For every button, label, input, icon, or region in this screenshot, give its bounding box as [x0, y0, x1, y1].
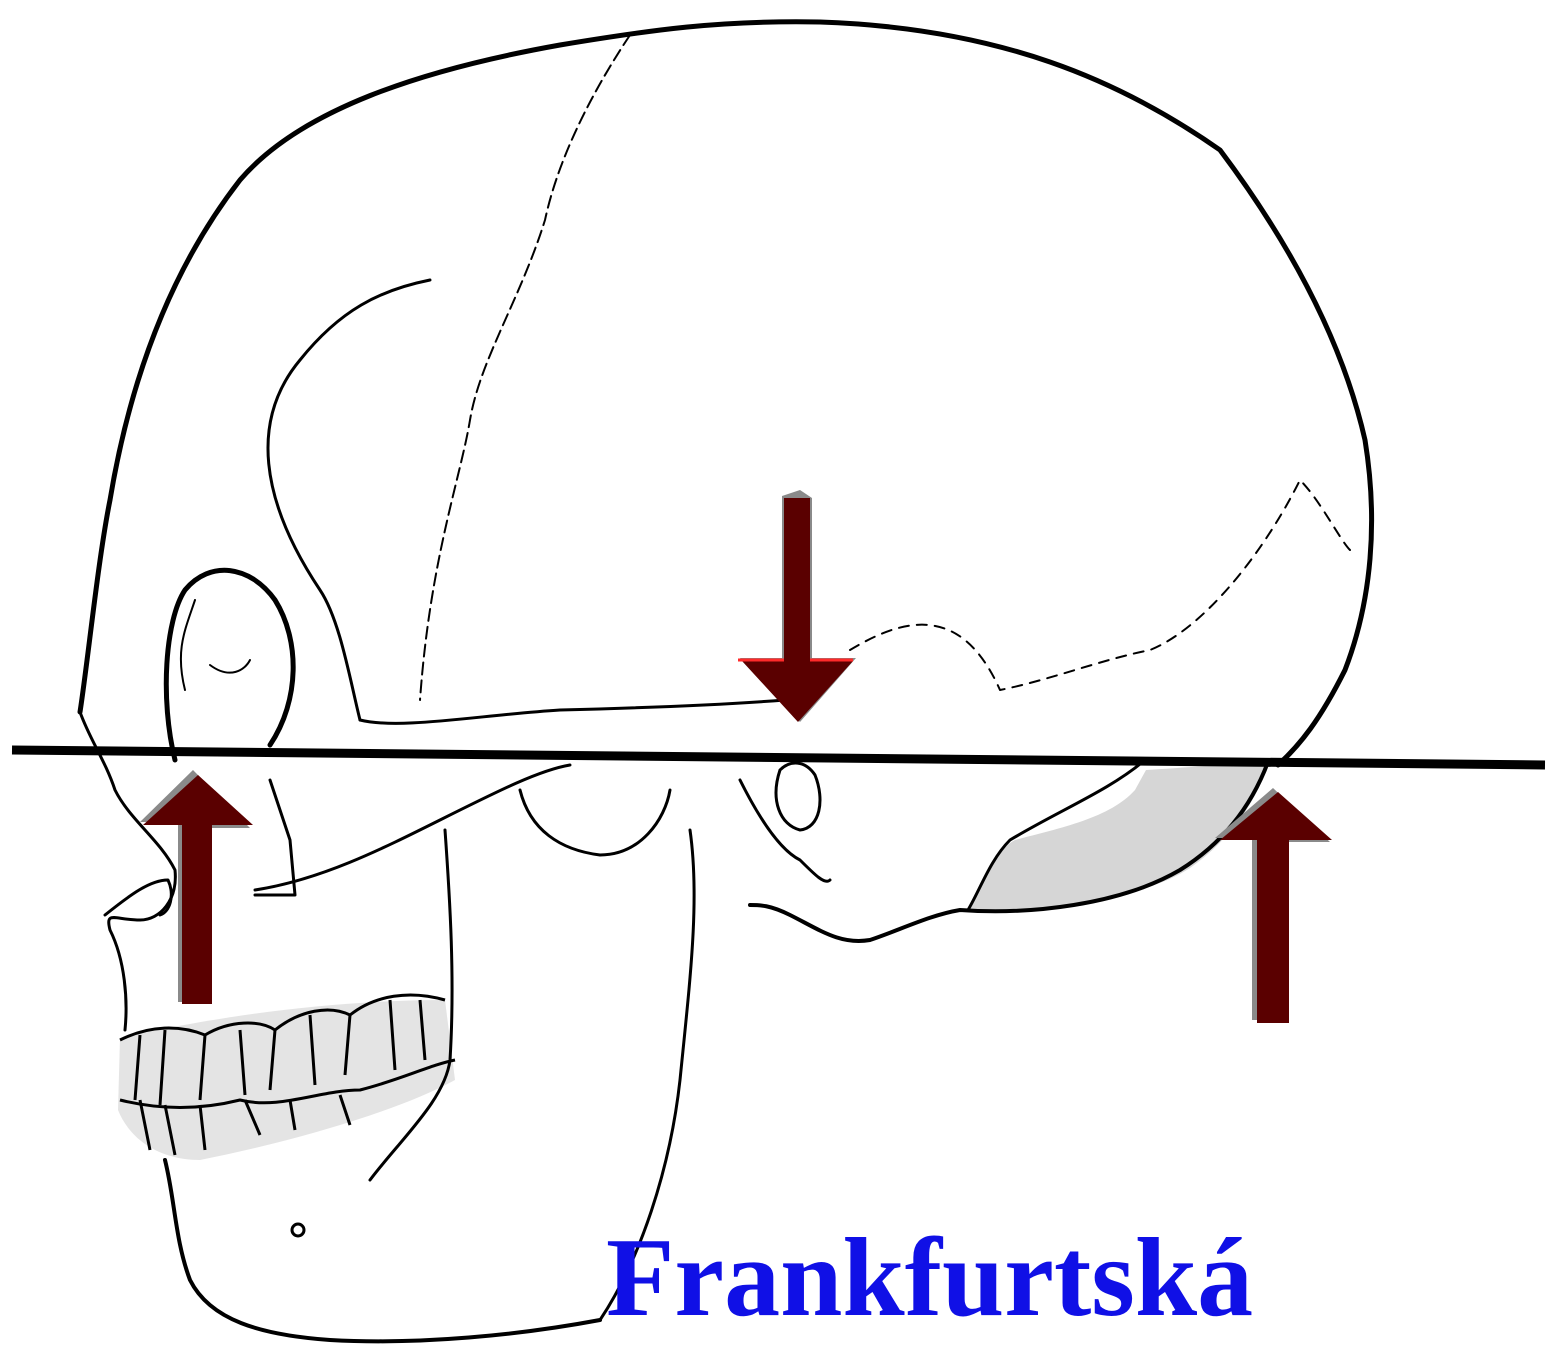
orbit-outline — [166, 570, 293, 760]
mandible-outline — [165, 1160, 600, 1341]
cranial-vault-outline — [80, 22, 1372, 765]
orbit-inner — [181, 600, 250, 690]
mental-foramen — [292, 1224, 304, 1236]
ear-canal-outline — [776, 763, 820, 830]
cranial-arrow — [738, 490, 856, 722]
frankfurt-horizontal-line — [12, 750, 1545, 765]
styloid-outline — [740, 780, 830, 881]
squamosal-suture — [850, 480, 1350, 690]
caption-title: Frankfurtská — [606, 1222, 1253, 1334]
cranial-arrow-body — [742, 498, 853, 722]
zygomatic-outline — [255, 765, 570, 890]
occipital-arrow-body — [1220, 792, 1332, 1023]
occipital-arrow — [1215, 788, 1332, 1023]
orbitale-arrow — [140, 770, 253, 1004]
temporal-line-2 — [360, 700, 785, 723]
zygomatic-lower — [255, 780, 295, 895]
condyle-outline — [520, 790, 670, 855]
coronal-suture — [420, 35, 630, 700]
face-outline — [80, 712, 175, 1030]
